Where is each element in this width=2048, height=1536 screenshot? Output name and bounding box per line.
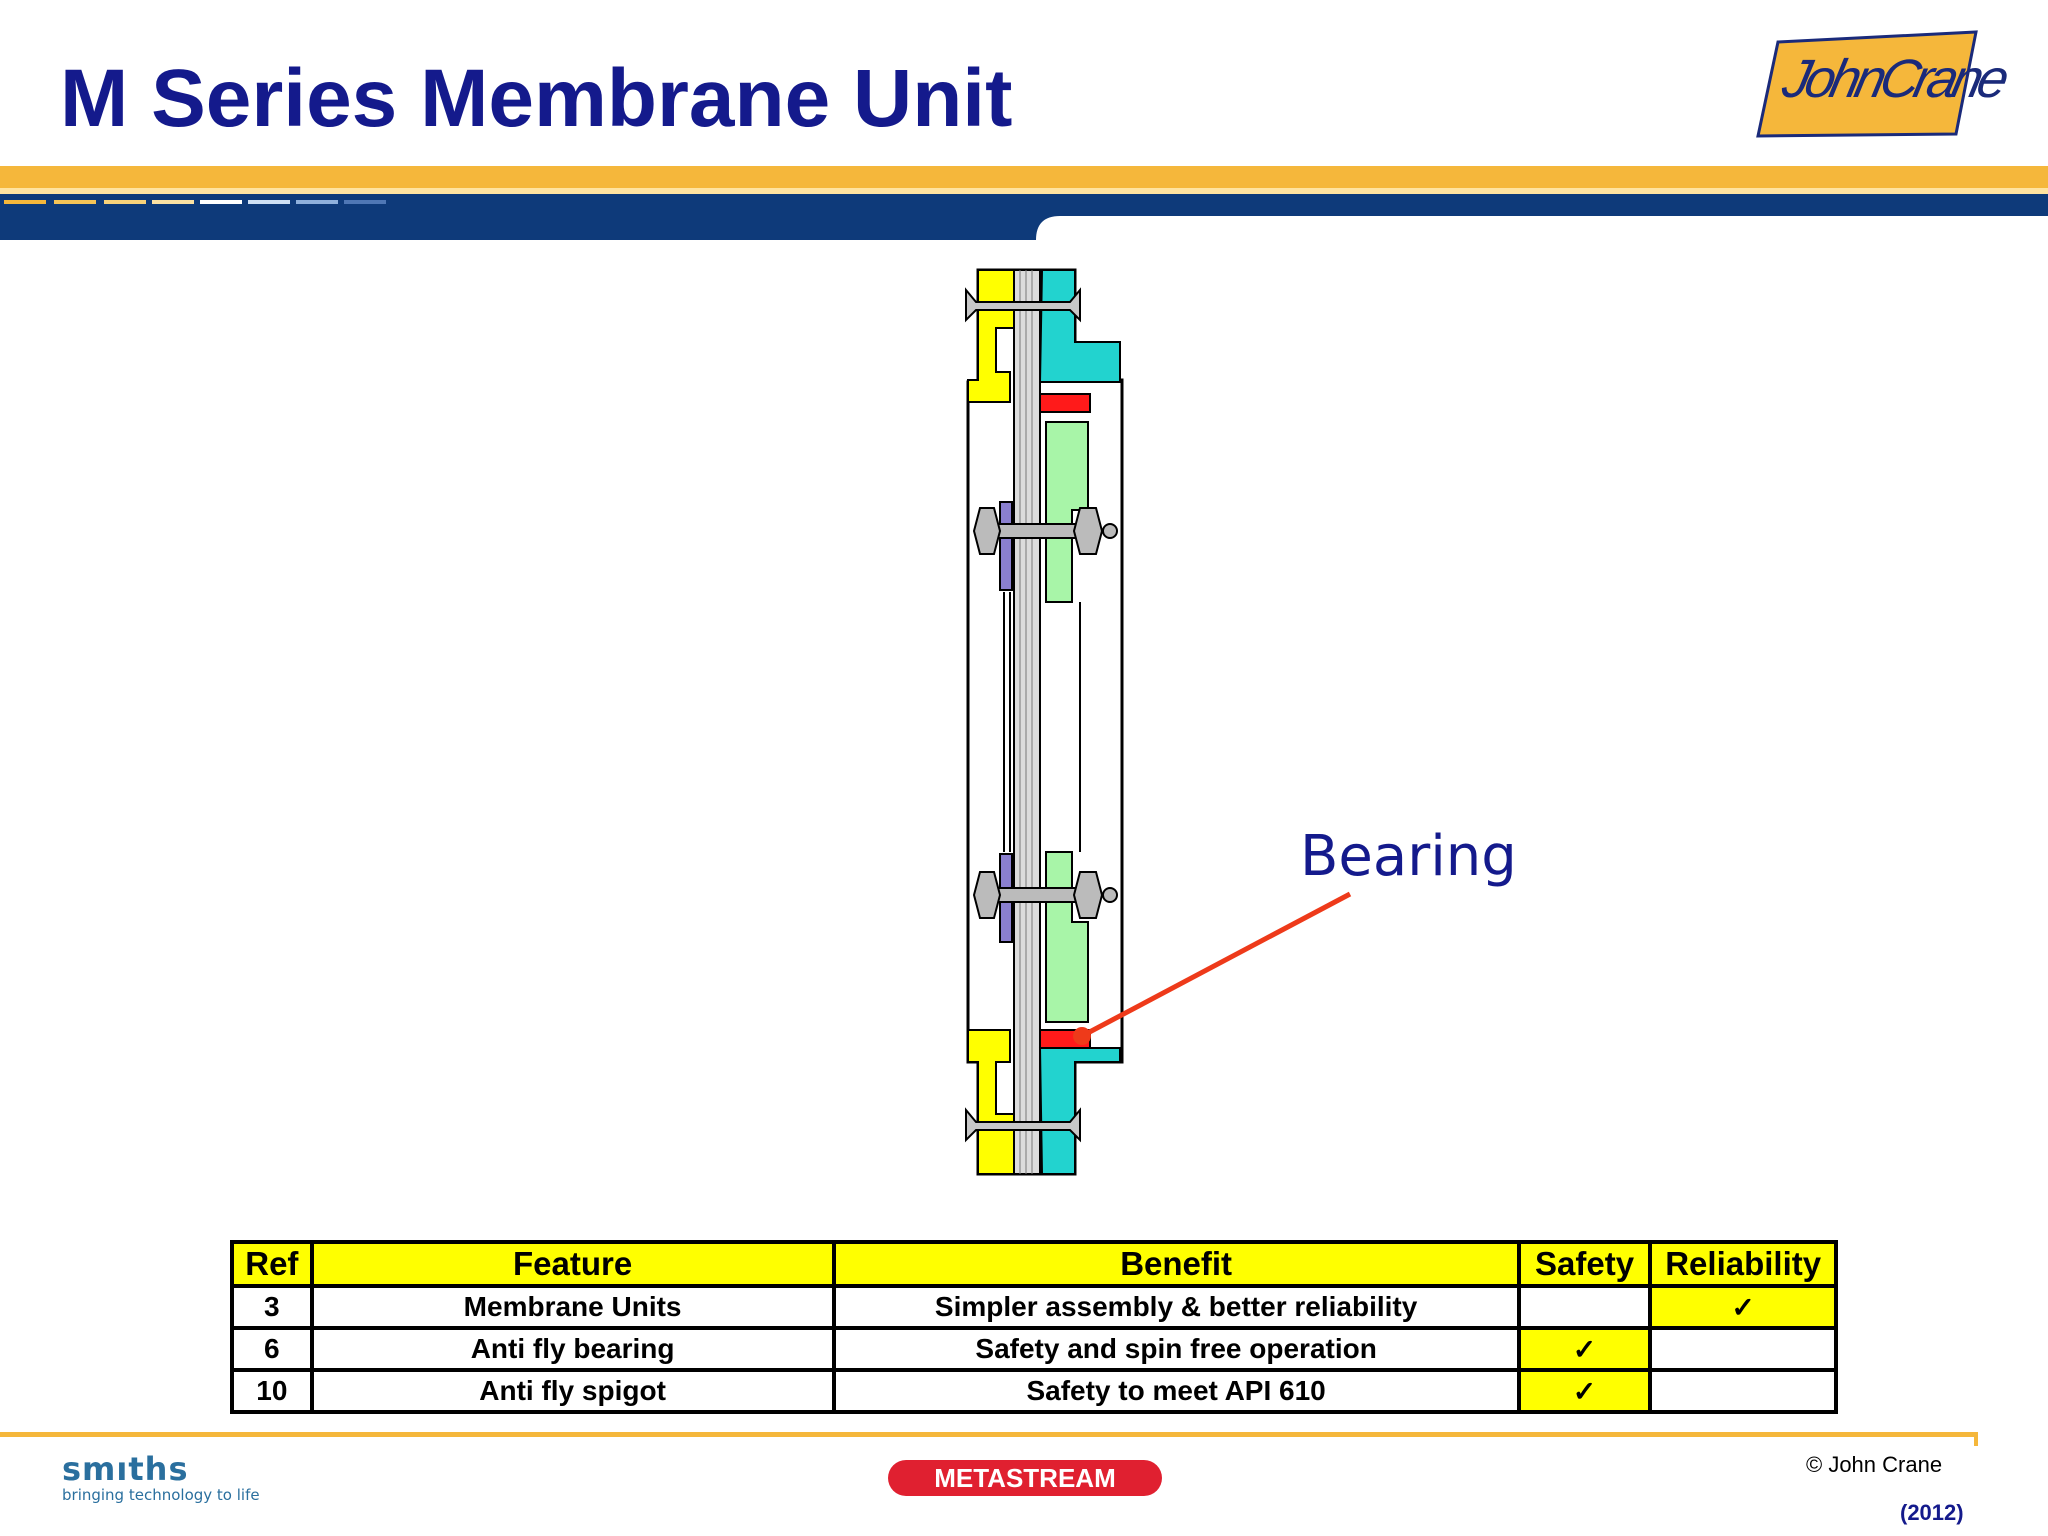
cell-benefit: Simpler assembly & better reliability — [831, 1284, 1521, 1330]
smiths-logo: smıths bringing technology to life — [62, 1452, 260, 1504]
header-reliability: Reliability — [1648, 1240, 1838, 1288]
table-row: 10 Anti fly spigot Safety to meet API 61… — [230, 1368, 1838, 1414]
cell-safety-check: ✓ — [1516, 1368, 1653, 1414]
year-text: (2012) — [1900, 1500, 1964, 1525]
copyright-text: © John Crane — [1806, 1452, 1943, 1477]
cell-feature: Anti fly bearing — [309, 1326, 836, 1372]
header-ref: Ref — [230, 1240, 314, 1288]
header-feature: Feature — [309, 1240, 836, 1288]
metastream-logo: METASTREAM — [888, 1460, 1162, 1496]
cell-reliability — [1648, 1326, 1838, 1372]
feature-benefit-table: Ref Feature Benefit Safety Reliability 3… — [230, 1240, 1838, 1414]
coupling-cross-section-diagram — [965, 268, 1124, 1176]
metastream-text: METASTREAM — [934, 1463, 1116, 1493]
cell-feature: Anti fly spigot — [309, 1368, 836, 1414]
header-safety: Safety — [1516, 1240, 1653, 1288]
cell-ref: 10 — [230, 1368, 314, 1414]
cell-benefit: Safety to meet API 610 — [831, 1368, 1521, 1414]
header-dashes — [4, 200, 386, 204]
bearing-leader-line — [1073, 891, 1352, 1045]
john-crane-logo: JohnCrane — [1756, 30, 2010, 138]
table-header-row: Ref Feature Benefit Safety Reliability — [230, 1240, 1838, 1288]
cell-reliability-check: ✓ — [1648, 1284, 1838, 1330]
smiths-name: smıths — [62, 1450, 189, 1488]
smiths-tagline: bringing technology to life — [62, 1486, 260, 1504]
table-row: 3 Membrane Units Simpler assembly & bett… — [230, 1284, 1838, 1330]
cell-safety-check: ✓ — [1516, 1326, 1653, 1372]
footer-rule — [0, 1432, 1978, 1446]
table-row: 6 Anti fly bearing Safety and spin free … — [230, 1326, 1838, 1372]
header-benefit: Benefit — [831, 1240, 1521, 1288]
logo-text: JohnCrane — [1777, 49, 2010, 109]
slide-title: M Series Membrane Unit — [60, 53, 1013, 144]
cell-safety — [1516, 1284, 1653, 1330]
cell-ref: 6 — [230, 1326, 314, 1372]
cell-reliability — [1648, 1368, 1838, 1414]
cell-feature: Membrane Units — [309, 1284, 836, 1330]
cell-ref: 3 — [230, 1284, 314, 1330]
header-band — [0, 166, 2048, 240]
john-crane-logo-badge — [1756, 30, 1978, 138]
bearing-callout-label: Bearing — [1300, 824, 1517, 889]
cell-benefit: Safety and spin free operation — [831, 1326, 1521, 1372]
